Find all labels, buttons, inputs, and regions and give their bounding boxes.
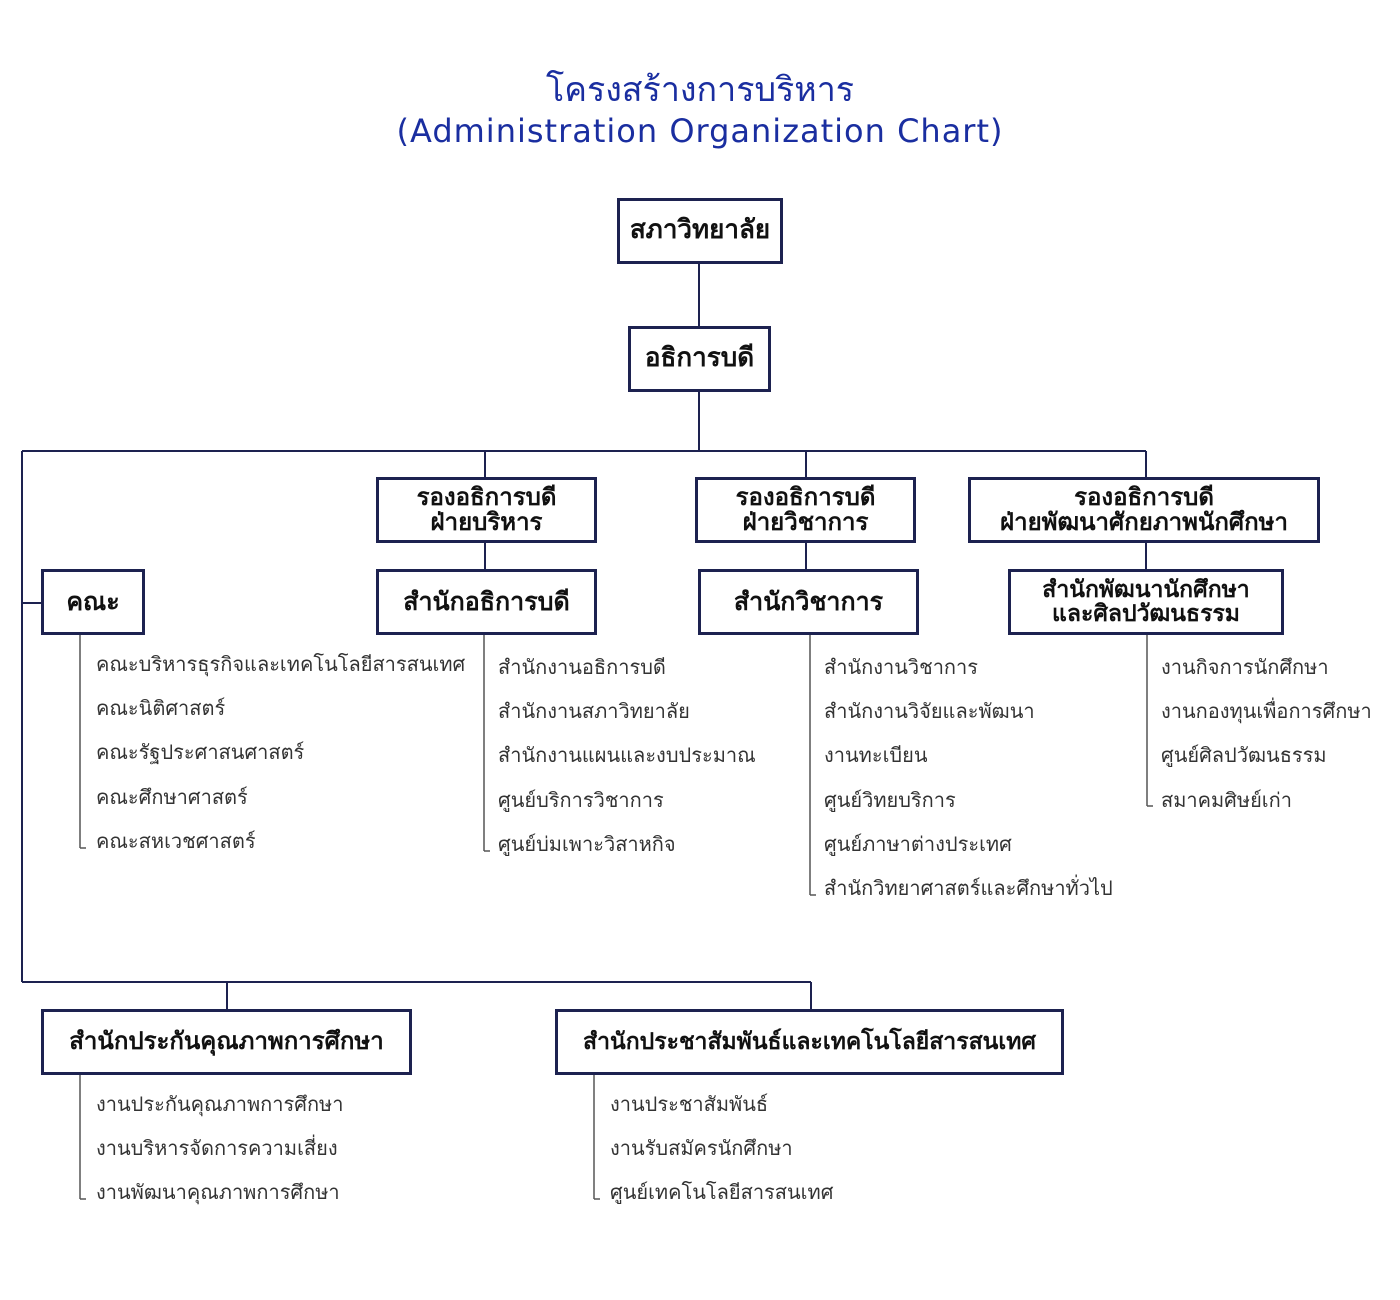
academic-office-item: สำนักงานวิชาการ (824, 655, 979, 679)
faculty-item: คณะนิติศาสตร์ (96, 696, 226, 720)
student-office-line1: สำนักพัฒนานักศึกษา (1042, 576, 1250, 603)
president-label: อธิการบดี (644, 343, 755, 374)
qa-office-label: สำนักประกันคุณภาพการศึกษา (69, 1027, 384, 1056)
academic-office-item: งานทะเบียน (824, 743, 928, 767)
student-office-item: งานกองทุนเพื่อการศึกษา (1161, 699, 1372, 723)
pr-office-label: สำนักประชาสัมพันธ์และเทคโนโลยีสารสนเทศ (583, 1028, 1036, 1055)
chart-title-thai: โครงสร้างการบริหาร (545, 70, 855, 110)
vp-student-line2: ฝ่ายพัฒนาศักยภาพนักศึกษา (1000, 508, 1288, 536)
admin-office-item: สำนักงานอธิการบดี (498, 655, 666, 679)
admin-office-item: สำนักงานแผนและงบประมาณ (498, 743, 756, 767)
student-office-box: สำนักพัฒนานักศึกษา และศิลปวัฒนธรรม (1008, 569, 1284, 635)
vp-student-line1: รองอธิการบดี (1074, 482, 1214, 511)
student-office-line2: และศิลปวัฒนธรรม (1052, 601, 1240, 627)
pr-office-box: สำนักประชาสัมพันธ์และเทคโนโลยีสารสนเทศ (555, 1009, 1064, 1075)
council-label: สภาวิทยาลัย (629, 215, 771, 246)
vp-academic-line1: รองอธิการบดี (735, 482, 876, 511)
vp-student-box: รองอธิการบดี ฝ่ายพัฒนาศักยภาพนักศึกษา (968, 477, 1320, 543)
student-office-item: ศูนย์ศิลปวัฒนธรรม (1161, 743, 1327, 767)
chart-title-english: (Administration Organization Chart) (396, 112, 1004, 150)
pr-office-item: ศูนย์เทคโนโลยีสารสนเทศ (610, 1180, 834, 1204)
academic-office-item: สำนักวิทยาศาสตร์และศึกษาทั่วไป (824, 876, 1113, 900)
vp-admin-box: รองอธิการบดี ฝ่ายบริหาร (376, 477, 597, 543)
academic-office-item: ศูนย์วิทยบริการ (824, 788, 956, 812)
president-box: อธิการบดี (628, 326, 771, 392)
student-office-item: งานกิจการนักศึกษา (1161, 655, 1329, 679)
student-office-item: สมาคมศิษย์เก่า (1161, 788, 1292, 812)
qa-office-item: งานบริหารจัดการความเสี่ยง (96, 1136, 338, 1160)
admin-office-item: ศูนย์บ่มเพาะวิสาหกิจ (498, 832, 676, 856)
academic-office-box: สำนักวิชาการ (698, 569, 919, 635)
admin-office-item: ศูนย์บริการวิชาการ (498, 788, 664, 812)
qa-office-item: งานพัฒนาคุณภาพการศึกษา (96, 1180, 340, 1204)
faculty-item: คณะบริหารธุรกิจและเทคโนโลยีสารสนเทศ (96, 652, 466, 676)
vp-admin-line2: ฝ่ายบริหาร (430, 508, 543, 536)
admin-office-item: สำนักงานสภาวิทยาลัย (498, 699, 690, 723)
qa-office-item: งานประกันคุณภาพการศึกษา (96, 1092, 344, 1116)
faculty-item: คณะสหเวชศาสตร์ (96, 829, 256, 853)
president-office-box: สำนักอธิการบดี (376, 569, 597, 635)
pr-office-item: งานรับสมัครนักศึกษา (610, 1136, 793, 1160)
vp-academic-line2: ฝ่ายวิชาการ (742, 508, 869, 536)
academic-office-label: สำนักวิชาการ (733, 586, 884, 616)
pr-office-item: งานประชาสัมพันธ์ (610, 1092, 769, 1116)
academic-office-item: สำนักงานวิจัยและพัฒนา (824, 699, 1035, 723)
president-office-label: สำนักอธิการบดี (403, 586, 570, 616)
vp-academic-box: รองอธิการบดี ฝ่ายวิชาการ (695, 477, 916, 543)
faculty-box: คณะ (41, 569, 145, 635)
vp-admin-line1: รองอธิการบดี (416, 482, 557, 511)
faculty-label: คณะ (66, 586, 120, 616)
qa-office-box: สำนักประกันคุณภาพการศึกษา (41, 1009, 412, 1075)
faculty-item: คณะศึกษาศาสตร์ (96, 785, 248, 809)
council-box: สภาวิทยาลัย (617, 198, 783, 264)
faculty-item: คณะรัฐประศาสนศาสตร์ (96, 740, 305, 764)
academic-office-item: ศูนย์ภาษาต่างประเทศ (824, 832, 1012, 856)
